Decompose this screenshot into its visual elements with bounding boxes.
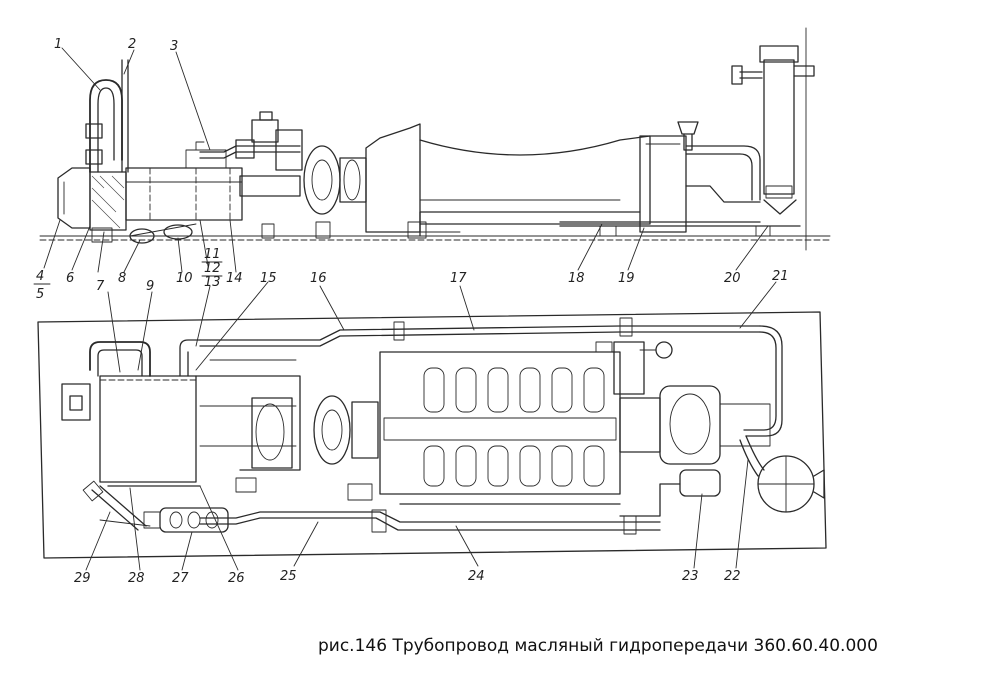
- callout-6: 6: [66, 271, 74, 286]
- callout-8: 8: [118, 271, 126, 286]
- callout-7: 7: [96, 279, 105, 294]
- callout-21: 21: [772, 269, 789, 284]
- callout-18: 18: [568, 271, 585, 286]
- callout-2: 2: [128, 37, 136, 52]
- callout-28: 28: [128, 571, 145, 586]
- callout-14: 14: [226, 271, 243, 286]
- callout-25: 25: [280, 569, 297, 584]
- leader-lines: [43, 47, 777, 571]
- callout-23: 23: [682, 569, 699, 584]
- callout-19: 19: [618, 271, 635, 286]
- figure-caption: рис.146 Трубопровод масляный гидропереда…: [318, 636, 878, 656]
- callout-16: 16: [310, 271, 327, 286]
- callout-5: 5: [36, 287, 44, 302]
- callout-26: 26: [228, 571, 245, 586]
- callout-9: 9: [146, 279, 154, 294]
- side-elevation-view: [39, 27, 831, 251]
- callout-3: 3: [170, 39, 178, 54]
- callout-10: 10: [176, 271, 193, 286]
- callout-22: 22: [724, 569, 741, 584]
- callout-17: 17: [450, 271, 467, 286]
- engine-cylinders-bottom: [423, 445, 605, 487]
- callout-29: 29: [74, 571, 91, 586]
- callout-1: 1: [54, 37, 62, 52]
- callout-numbers: 1 2 3 4 5 6 7 8 9 10 11 12 13 14 15 16 1…: [36, 37, 789, 586]
- callout-20: 20: [724, 271, 741, 286]
- callout-11: 11: [204, 247, 221, 262]
- callout-15: 15: [260, 271, 277, 286]
- plan-view: [37, 311, 827, 559]
- callout-27: 27: [172, 571, 189, 586]
- callout-4: 4: [36, 269, 44, 284]
- callout-13: 13: [204, 275, 221, 290]
- callout-12: 12: [204, 261, 221, 276]
- callout-24: 24: [468, 569, 485, 584]
- engine-cylinders-top: [423, 367, 605, 413]
